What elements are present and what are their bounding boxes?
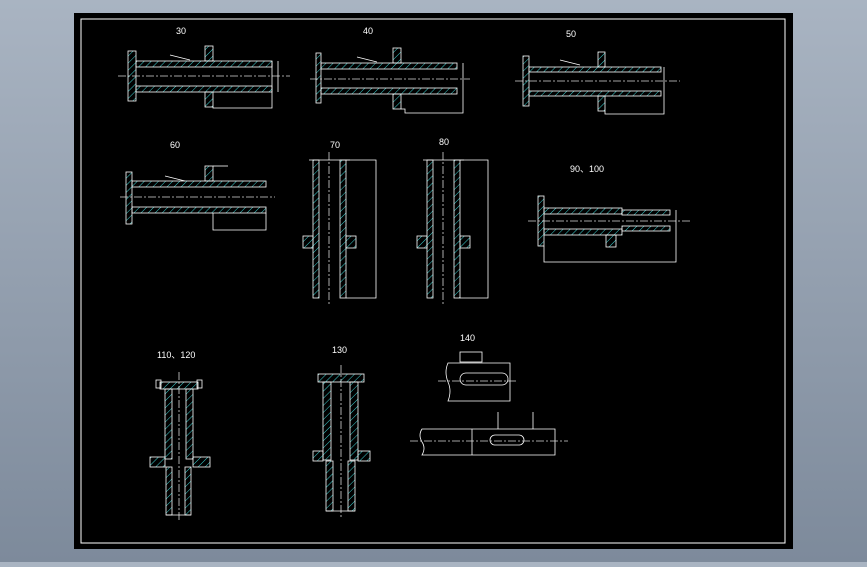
label-70: 70	[330, 140, 340, 150]
part-60: 60	[120, 140, 275, 231]
part-110-120: 110、120	[149, 350, 211, 522]
part-70: 70	[302, 140, 377, 305]
label-40: 40	[363, 26, 373, 36]
part-50: 50	[515, 29, 680, 115]
part-40: 40	[310, 26, 470, 114]
part-130: 130	[312, 345, 371, 518]
label-110-120: 110、120	[157, 350, 195, 360]
part-80: 80	[416, 137, 489, 305]
label-50: 50	[566, 29, 576, 39]
part-140: 140	[410, 333, 568, 456]
part-30: 30	[118, 26, 290, 109]
label-80: 80	[439, 137, 449, 147]
part-90-100: 90、100	[528, 164, 690, 263]
drawing-frame	[80, 18, 786, 544]
label-140: 140	[460, 333, 475, 343]
label-90-100: 90、100	[570, 164, 604, 174]
label-130: 130	[332, 345, 347, 355]
label-30: 30	[176, 26, 186, 36]
label-60: 60	[170, 140, 180, 150]
